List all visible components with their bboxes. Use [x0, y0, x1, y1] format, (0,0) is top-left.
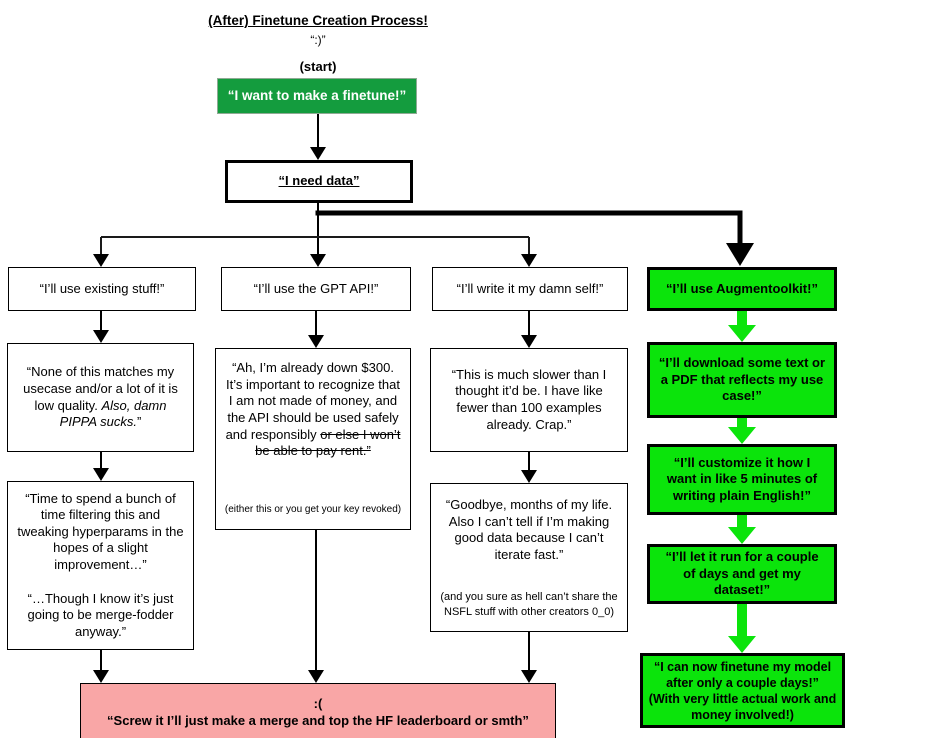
node-goodbye: “Goodbye, months of my life. Also I can’…	[430, 483, 628, 632]
node-augmentoolkit-label: “I’ll use Augmentoolkit!”	[666, 280, 818, 296]
node-filtering: “Time to spend a bunch of time filtering…	[7, 481, 194, 650]
node-download-label: “I’ll download some text or a PDF that r…	[658, 355, 826, 404]
start-label: (start)	[299, 59, 337, 74]
node-filtering-para2: “…Though I know it’s just going to be me…	[27, 590, 174, 639]
green-arrow-3	[728, 515, 756, 544]
node-write-self: “I’ll write it my damn self!”	[432, 267, 628, 311]
node-much-slower-label: “This is much slower than I thought it’d…	[451, 366, 607, 432]
arrow-much-slower-down	[521, 452, 537, 483]
node-run: “I’ll let it run for a couple of days an…	[647, 544, 837, 604]
arrow-gpt-to-sad	[308, 530, 324, 683]
arrow-write-self-down	[521, 311, 537, 348]
none-matches-normal: “None of this matches my usecase and/or …	[23, 364, 178, 413]
arrow-need-data-to-augmentoolkit	[315, 210, 754, 266]
diagram-subtitle: “:)”	[310, 33, 326, 47]
diagram-title: (After) Finetune Creation Process!	[208, 13, 428, 28]
none-matches-endquote: ”	[136, 414, 142, 430]
arrow-start-to-need-data	[310, 114, 326, 160]
arrowhead-to-write-self	[521, 254, 537, 267]
node-existing: “I’ll use existing stuff!”	[8, 267, 196, 311]
node-existing-label: “I’ll use existing stuff!”	[39, 280, 165, 296]
node-need-data-label: “I need data”	[278, 173, 360, 189]
arrowhead-to-existing	[93, 254, 109, 267]
node-down-300-text: “Ah, I’m already down $300. It’s importa…	[224, 360, 402, 460]
node-none-matches: “None of this matches my usecase and/or …	[7, 343, 194, 452]
branch-rail	[100, 236, 530, 255]
node-download: “I’ll download some text or a PDF that r…	[647, 342, 837, 418]
green-arrow-2	[728, 418, 756, 444]
node-sad-end-line1: :(	[313, 696, 323, 712]
node-down-300-caption: (either this or you get your key revoked…	[224, 504, 402, 515]
arrow-gpt-down	[308, 311, 324, 348]
node-augmentoolkit: “I’ll use Augmentoolkit!”	[647, 267, 837, 311]
node-filtering-para1: “Time to spend a bunch of time filtering…	[17, 490, 184, 573]
arrow-existing-down	[93, 311, 109, 343]
node-sad-end: :( “Screw it I’ll just make a merge and …	[80, 683, 556, 738]
node-customize-label: “I’ll customize it how I want in like 5 …	[666, 454, 818, 503]
arrow-none-matches-down	[93, 452, 109, 481]
node-much-slower: “This is much slower than I thought it’d…	[430, 348, 628, 452]
node-finetune-done: “I can now finetune my model after only …	[640, 653, 845, 728]
node-finetune-done-line2: (With very little actual work and money …	[648, 691, 837, 722]
none-matches-italic: Also, damn PIPPA sucks.	[59, 397, 167, 430]
node-run-label: “I’ll let it run for a couple of days an…	[665, 549, 819, 598]
green-arrow-1	[728, 311, 756, 342]
node-down-300: “Ah, I’m already down $300. It’s importa…	[215, 348, 411, 530]
node-gpt-api: “I’ll use the GPT API!”	[221, 267, 411, 311]
green-arrow-4	[728, 604, 756, 653]
node-gpt-api-label: “I’ll use the GPT API!”	[253, 280, 379, 296]
node-sad-end-line2: “Screw it I’ll just make a merge and top…	[107, 713, 529, 728]
node-start-label: “I want to make a finetune!”	[227, 88, 407, 104]
node-start: “I want to make a finetune!”	[217, 78, 417, 114]
node-finetune-done-line1: “I can now finetune my model after only …	[653, 659, 832, 690]
arrow-filtering-to-sad	[93, 650, 109, 683]
node-need-data: “I need data”	[225, 160, 413, 203]
down-300-strike: or else I won’t be able to pay rent.”	[255, 426, 401, 459]
node-goodbye-caption: (and you sure as hell can’t share the NS…	[440, 591, 618, 618]
node-write-self-label: “I’ll write it my damn self!”	[456, 280, 604, 296]
node-none-matches-text: “None of this matches my usecase and/or …	[16, 364, 185, 431]
arrow-goodbye-to-sad	[521, 632, 537, 683]
node-goodbye-text: “Goodbye, months of my life. Also I can’…	[445, 497, 613, 562]
down-300-normal: “Ah, I’m already down $300. It’s importa…	[225, 360, 400, 442]
node-customize: “I’ll customize it how I want in like 5 …	[647, 444, 837, 515]
